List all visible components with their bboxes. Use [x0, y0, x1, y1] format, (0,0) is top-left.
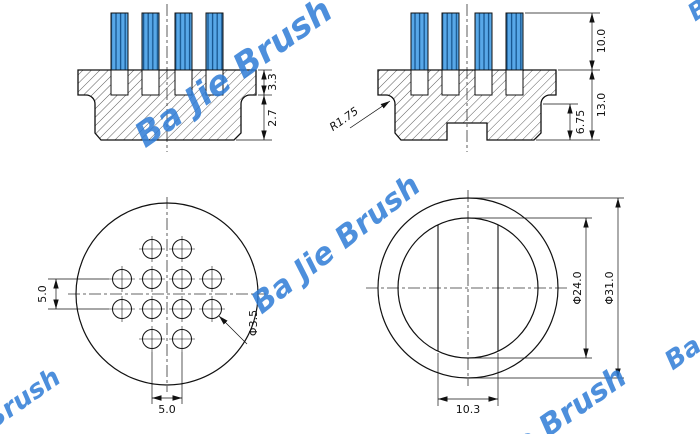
- watermark-text: Ba Jie Brush: [659, 250, 700, 376]
- inner-circle: [397, 217, 539, 359]
- bristle-tuft: [505, 12, 524, 71]
- watermark-text: Ba Jie Brush: [0, 362, 66, 434]
- view-bottom: Φ24.0 Φ31.0 10.3: [366, 190, 624, 416]
- dim-slot-width: 10.3: [456, 403, 481, 416]
- watermark-text: Ba Jie Brush: [446, 359, 633, 434]
- dim-outer-diameter: Φ31.0: [603, 271, 616, 304]
- dimensions-front: 3.3 2.7: [236, 69, 279, 141]
- watermark-text: Ba Jie Brush: [683, 0, 700, 27]
- dim-lower-height: 2.7: [266, 109, 279, 127]
- tuft-socket: [110, 69, 129, 96]
- tuft-hole: [168, 265, 196, 293]
- bristle-tuft: [110, 12, 129, 71]
- tuft-hole: [138, 325, 166, 353]
- brush-body-section: [377, 69, 557, 141]
- tuft-socket: [410, 69, 429, 96]
- view-side-section: R1.75 10.0 13.0 6.75: [327, 4, 608, 152]
- dim-body-height: 13.0: [595, 93, 608, 118]
- outer-circle: [377, 197, 559, 379]
- dim-groove-radius: R1.75: [327, 105, 361, 134]
- tuft-socket: [505, 69, 524, 96]
- dim-base-height: 6.75: [574, 110, 587, 135]
- dim-row-pitch: 5.0: [36, 285, 49, 303]
- dimensions-bottom: Φ24.0 Φ31.0 10.3: [437, 197, 624, 416]
- bristle-tuft: [205, 12, 224, 71]
- tuft-hole: [108, 265, 136, 293]
- dim-inner-diameter: Φ24.0: [571, 271, 584, 304]
- tuft-hole: [108, 295, 136, 323]
- face-outline-circle: [75, 202, 259, 386]
- bristle-tuft: [174, 12, 193, 71]
- dim-bristle-height: 10.0: [595, 29, 608, 54]
- view-face: 5.0 5.0 Φ3.5: [36, 197, 266, 416]
- dim-hole-diameter: Φ3.5: [247, 310, 260, 336]
- bristle-tuft: [474, 12, 493, 71]
- tuft-hole: [138, 295, 166, 323]
- tuft-socket: [141, 69, 160, 96]
- dimensions-face: 5.0 5.0 Φ3.5: [36, 278, 260, 416]
- tuft-hole: [198, 265, 226, 293]
- tuft-socket: [441, 69, 460, 96]
- tuft-hole: [168, 295, 196, 323]
- tuft-socket: [474, 69, 493, 96]
- watermark-text: Ba Jie Brush: [245, 168, 427, 321]
- view-front-section: 3.3 2.7: [77, 4, 279, 152]
- bristle-tuft: [410, 12, 429, 71]
- tuft-hole: [168, 235, 196, 263]
- tuft-hole: [138, 235, 166, 263]
- dim-col-pitch: 5.0: [158, 403, 176, 416]
- bristle-tuft: [441, 12, 460, 71]
- tuft-hole: [138, 265, 166, 293]
- dim-tuft-depth: 3.3: [266, 73, 279, 91]
- bristle-tuft: [141, 12, 160, 71]
- tuft-hole: [168, 325, 196, 353]
